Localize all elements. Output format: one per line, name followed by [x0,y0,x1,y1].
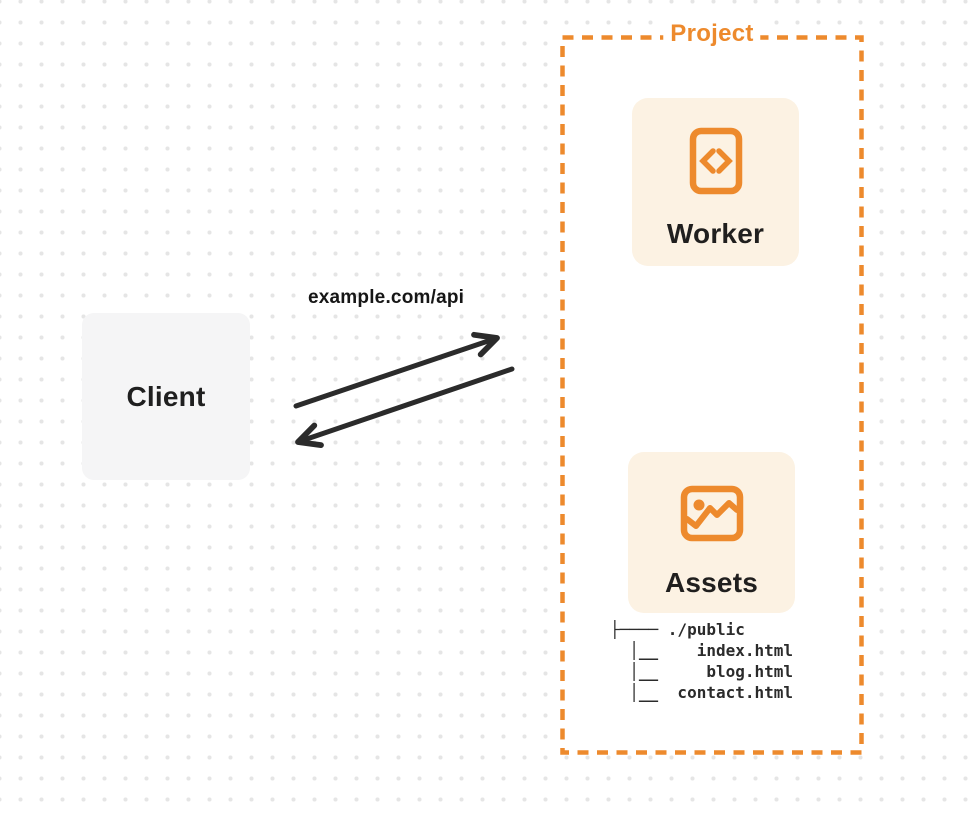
project-boundary: Project Worker Assets ├──── ./public │__… [560,20,864,755]
client-node: Client [82,313,250,480]
client-label: Client [126,380,206,412]
image-icon [680,485,743,542]
response-arrow [295,366,515,449]
file-tree-line: ├──── ./public [610,620,745,639]
project-label: Project [663,20,761,48]
assets-file-tree: ├──── ./public │__ index.html │__ blog.h… [610,619,793,703]
file-tree-line: │__ index.html [610,641,794,660]
assets-label: Assets [664,567,759,598]
code-file-icon [689,127,742,195]
request-arrow [293,331,500,409]
request-url-label: example.com/api [308,287,465,308]
file-tree-line: │__ blog.html [610,662,794,681]
worker-node: Worker [632,98,799,266]
assets-node: Assets [628,452,795,613]
worker-label: Worker [666,218,765,249]
file-tree-line: │__ contact.html [610,683,794,702]
